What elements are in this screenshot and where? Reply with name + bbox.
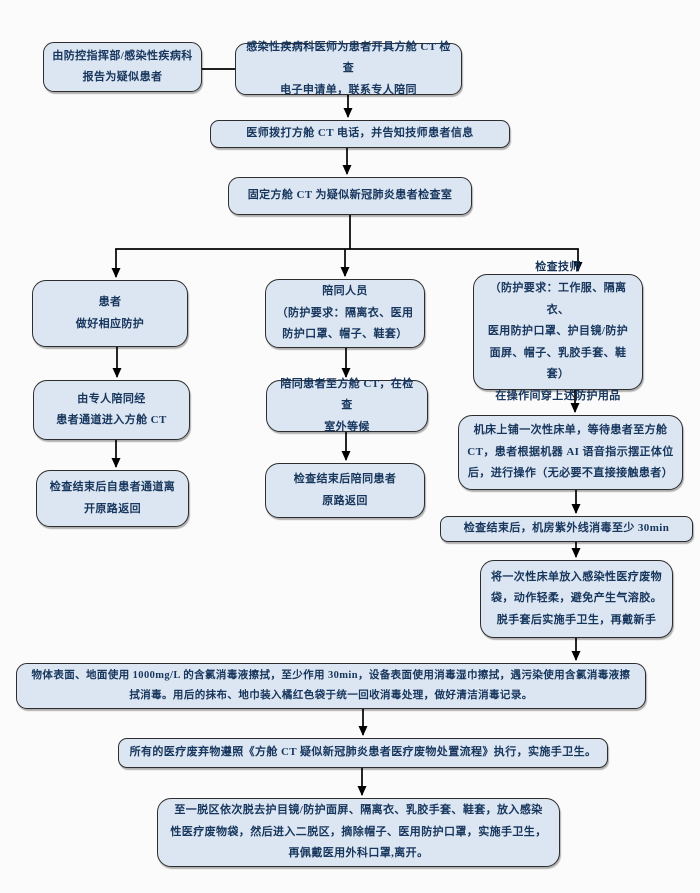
flow-node-patient-leave: 检查结束后自患者通道离 开原路返回 bbox=[36, 470, 189, 527]
flow-node-patient-enter: 由专人陪同经 患者通道进入方舱 CT bbox=[33, 380, 190, 440]
flow-node-call: 医师拨打方舱 CT 电话，并告知技师患者信息 bbox=[210, 120, 510, 148]
flow-node-waste-policy: 所有的医疗废弃物遵照《方舱 CT 疑似新冠肺炎患者医疗废物处置流程》执行，实施手… bbox=[118, 738, 608, 768]
flow-node-uv-disinfect: 检查结束后，机房紫外线消毒至少 30min bbox=[440, 516, 693, 542]
flow-node-escort-return: 检查结束后陪同患者 原路返回 bbox=[265, 463, 425, 518]
flow-node-patient: 患者 做好相应防护 bbox=[32, 280, 188, 347]
flow-node-operate: 机床上铺一次性床单，等待患者至方舱 CT，患者根据机器 AI 语音指示摆正体位 … bbox=[458, 415, 683, 490]
flow-node-surface-clean: 物体表面、地面使用 1000mg/L 的含氯消毒液擦拭，至少作用 30min，设… bbox=[16, 663, 646, 709]
flow-node-order: 感染性疾病科医师为患者开具方舱 CT 检查 电子申请单，联系专人陪同 bbox=[235, 41, 462, 96]
flow-node-sheet-disposal: 将一次性床单放入感染性医疗废物 袋，动作轻柔，避免产生气溶胶。 脱手套后实施手卫… bbox=[480, 560, 673, 638]
flow-node-escort: 陪同人员 （防护要求：隔离衣、医用 防护口罩、帽子、鞋套） bbox=[265, 279, 425, 348]
flow-node-technician: 检查技师 （防护要求：工作服、隔离衣、 医用防护口罩、护目镜/防护 面屏、帽子、… bbox=[473, 261, 643, 402]
flow-node-report: 由防控指挥部/感染性疾病科 报告为疑似患者 bbox=[43, 42, 202, 92]
flow-node-doffing: 至一脱区依次脱去护目镜/防护面屏、隔离衣、乳胶手套、鞋套，放入感染 性医疗废物袋… bbox=[157, 798, 560, 867]
flow-node-escort-wait: 陪同患者至方舱 CT，在检查 室外等候 bbox=[266, 378, 428, 433]
flow-node-fixed-room: 固定方舱 CT 为疑似新冠肺炎患者检查室 bbox=[228, 177, 472, 215]
